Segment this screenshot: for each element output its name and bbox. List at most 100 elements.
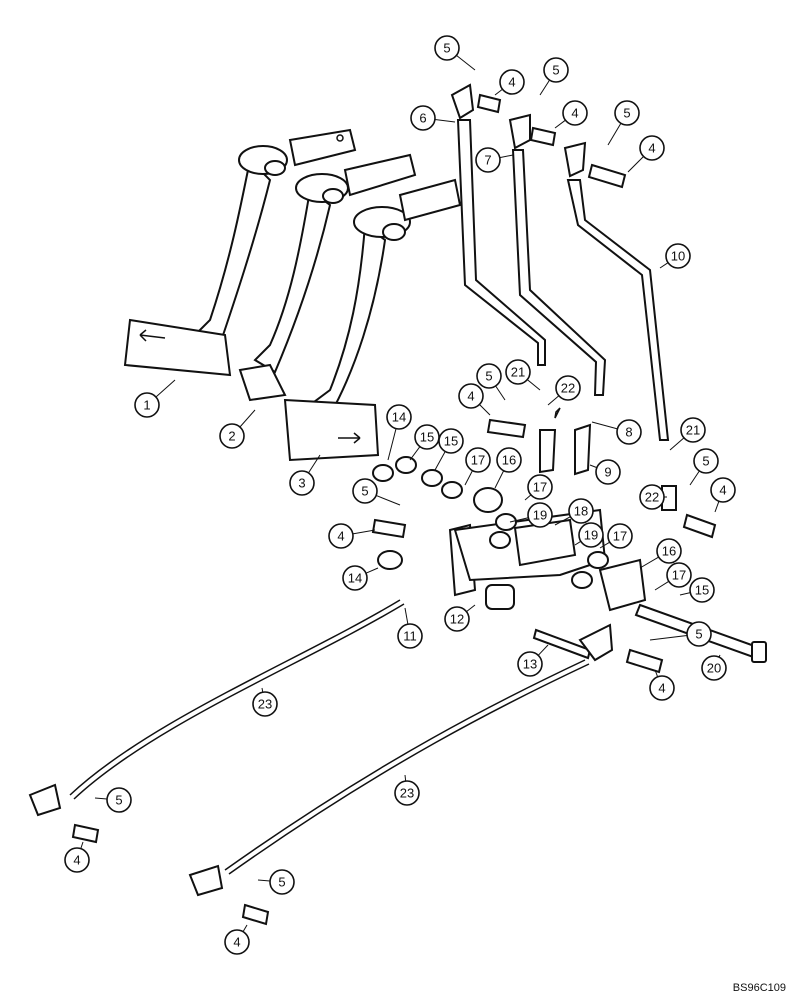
callout-circle [527, 474, 553, 500]
callout: 5 [434, 35, 460, 61]
callout-leader [365, 567, 379, 574]
callout-circle [562, 100, 588, 126]
callout-leader [499, 154, 514, 159]
callout-leader [554, 119, 566, 129]
callout-leader [479, 404, 491, 416]
callout-leader [574, 540, 582, 546]
callout-circle [496, 447, 522, 473]
callout-circle [639, 135, 665, 161]
callout-circle [476, 363, 502, 389]
callout-leader [434, 451, 446, 471]
callout-number: 13 [523, 657, 537, 672]
callout-circle [666, 562, 692, 588]
callout-number: 4 [508, 75, 515, 90]
callout-number: 4 [233, 935, 240, 950]
callout-leader [404, 774, 407, 782]
callout-leader [509, 517, 529, 523]
callout-number: 22 [561, 381, 575, 396]
callout-circle [342, 565, 368, 591]
callout: 5 [352, 478, 378, 504]
callout-circle [665, 243, 691, 269]
rod-13 [532, 623, 614, 662]
callout-number: 4 [467, 389, 474, 404]
callout-number: 5 [552, 63, 559, 78]
callout-number: 6 [419, 111, 426, 126]
callout-circle [465, 447, 491, 473]
callout-circle [219, 423, 245, 449]
callout-number: 17 [613, 529, 627, 544]
callout-circle [555, 375, 581, 401]
callout-leader [627, 156, 644, 173]
callout-number: 17 [471, 453, 485, 468]
callout-circle [289, 470, 315, 496]
callout: 1 [134, 392, 160, 418]
callout-number: 5 [278, 875, 285, 890]
callout-number: 16 [502, 453, 516, 468]
callout: 17 [607, 523, 633, 549]
callout: 7 [475, 147, 501, 173]
callout-leader [257, 879, 271, 882]
callout-circle [328, 523, 354, 549]
callout-leader [242, 924, 248, 932]
callout-number: 15 [420, 430, 434, 445]
callout-leader [352, 529, 376, 535]
callout: 21 [680, 417, 706, 443]
callout-leader [239, 409, 256, 428]
callout: 5 [693, 448, 719, 474]
callout: 22 [555, 375, 581, 401]
callout-leader [94, 797, 108, 800]
callout-leader [669, 437, 685, 451]
callout: 12 [444, 606, 470, 632]
callout: 19 [527, 502, 553, 528]
callout-number: 4 [648, 141, 655, 156]
callout-circle [352, 478, 378, 504]
callout-leader [554, 516, 571, 526]
callout-circle [499, 69, 525, 95]
callout-leader [434, 118, 456, 123]
callout-number: 5 [485, 369, 492, 384]
callout-circle [505, 359, 531, 385]
callout-number: 20 [707, 661, 721, 676]
callout-circle [64, 847, 90, 873]
callout-number: 1 [143, 398, 150, 413]
callout: 16 [656, 538, 682, 564]
callout-circle [438, 428, 464, 454]
callout: 5 [543, 57, 569, 83]
callout-circle [649, 675, 675, 701]
callout-number: 11 [403, 629, 417, 644]
diagram-code: BS96C109 [732, 982, 786, 994]
callout-number: 4 [719, 483, 726, 498]
callout-number: 7 [484, 153, 491, 168]
callout-leader [456, 55, 476, 71]
callout-number: 16 [662, 544, 676, 559]
callout-leader [654, 580, 670, 591]
rod-6 [450, 83, 546, 366]
callout-number: 3 [298, 476, 305, 491]
callout-circle [680, 417, 706, 443]
callout-circle [134, 392, 160, 418]
cable-23-left [28, 599, 405, 817]
callout-number: 23 [258, 697, 272, 712]
callout-number: 21 [511, 365, 525, 380]
callout-leader [591, 421, 618, 430]
callout-leader [375, 494, 401, 506]
callout-leader [714, 501, 720, 513]
callout-number: 5 [115, 793, 122, 808]
callout: 8 [616, 419, 642, 445]
callout: 5 [106, 787, 132, 813]
callout: 15 [689, 577, 715, 603]
callout: 4 [458, 383, 484, 409]
callout: 14 [386, 404, 412, 430]
callout-number: 18 [574, 504, 588, 519]
callout: 3 [289, 470, 315, 496]
callout-leader [466, 604, 476, 613]
callout-leader [526, 379, 541, 391]
callout: 16 [496, 447, 522, 473]
leader-lines [80, 55, 721, 932]
callout-number: 4 [658, 681, 665, 696]
callout-leader [639, 556, 659, 569]
callout: 23 [252, 691, 278, 717]
callout: 4 [649, 675, 675, 701]
callout-leader [308, 454, 321, 474]
callout: 13 [517, 651, 543, 677]
